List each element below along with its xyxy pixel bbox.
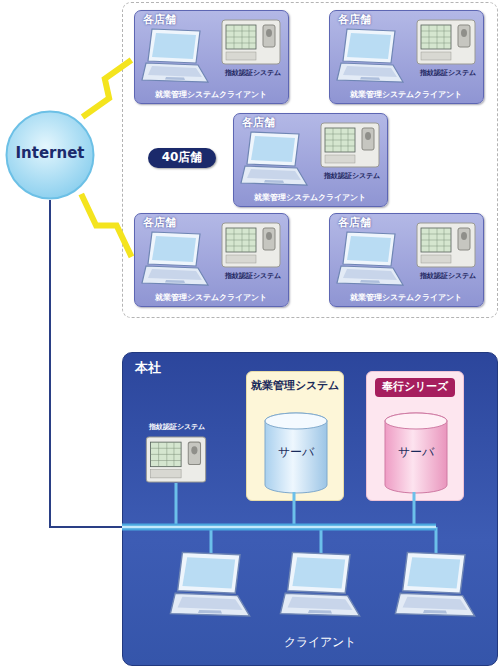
system-heading: 就業管理システム xyxy=(247,379,343,391)
store-heading: 各店舗 xyxy=(338,217,371,230)
client-laptop xyxy=(170,552,249,616)
device-label: 指紋認証システム xyxy=(221,69,285,77)
network-line xyxy=(50,200,122,527)
headquarters-heading: 本社 xyxy=(135,361,161,376)
store-count-badge: 40店舗 xyxy=(148,148,216,168)
laptop-icon xyxy=(142,29,208,82)
store-box: 各店舗指紋認証システム就業管理システムクライアント xyxy=(329,213,484,307)
store-heading: 各店舗 xyxy=(143,14,176,27)
client-caption: クライアント xyxy=(280,636,360,649)
client-label: 就業管理システムクライアント xyxy=(330,90,482,99)
cylinder-top xyxy=(265,413,327,429)
fingerprint-device xyxy=(222,20,280,64)
internet-label: Internet xyxy=(5,145,95,162)
cylinder-body xyxy=(385,413,447,493)
fingerprint-device: 指紋認証システム xyxy=(139,421,215,485)
fingerprint-device xyxy=(321,123,379,167)
wireless-bolt xyxy=(81,194,131,257)
store-box: 各店舗指紋認証システム就業管理システムクライアント xyxy=(134,10,289,104)
network-drop xyxy=(320,527,323,553)
network-drop xyxy=(413,492,416,527)
client-laptop xyxy=(280,552,359,616)
network-drop xyxy=(175,483,178,527)
fingerprint-device xyxy=(417,20,475,64)
system-panel: 就業管理システムサーバ xyxy=(246,371,344,501)
cylinder-body xyxy=(265,413,327,493)
server-cylinder: サーバ xyxy=(264,412,328,494)
device-label: 指紋認証システム xyxy=(416,272,480,280)
fingerprint-device xyxy=(222,223,280,267)
cylinder-top xyxy=(385,413,447,429)
laptop-icon xyxy=(337,232,403,285)
system-panel: 奉行シリーズサーバ xyxy=(366,371,464,501)
client-label: 就業管理システムクライアント xyxy=(330,293,482,302)
device-label: 指紋認証システム xyxy=(416,69,480,77)
device-label: 指紋認証システム xyxy=(139,423,215,431)
store-heading: 各店舗 xyxy=(143,217,176,230)
store-group: 40店舗各店舗指紋認証システム就業管理システムクライアント各店舗指紋認証システム… xyxy=(122,2,498,318)
fingerprint-device xyxy=(146,437,205,482)
device-label: 指紋認証システム xyxy=(320,172,384,180)
client-label: 就業管理システムクライアント xyxy=(135,90,287,99)
network-bus xyxy=(122,524,436,531)
device-label: 指紋認証システム xyxy=(221,272,285,280)
server-label: サーバ xyxy=(384,446,448,460)
store-box: 各店舗指紋認証システム就業管理システムクライアント xyxy=(233,113,388,207)
laptop-icon xyxy=(142,232,208,285)
internet-cloud: Internet xyxy=(5,110,95,200)
client-label: 就業管理システムクライアント xyxy=(135,293,287,302)
server-label: サーバ xyxy=(264,446,328,460)
network-drop xyxy=(210,527,213,553)
server-cylinder: サーバ xyxy=(384,412,448,494)
laptop-icon xyxy=(241,132,307,185)
laptop-icon xyxy=(337,29,403,82)
client-laptop xyxy=(395,552,474,616)
store-box: 各店舗指紋認証システム就業管理システムクライアント xyxy=(329,10,484,104)
fingerprint-device xyxy=(417,223,475,267)
headquarters-area: 本社指紋認証システム就業管理システムサーバ奉行シリーズサーバ xyxy=(122,352,498,666)
wireless-bolt xyxy=(83,60,132,117)
store-heading: 各店舗 xyxy=(242,117,275,130)
client-label: 就業管理システムクライアント xyxy=(234,193,386,202)
store-heading: 各店舗 xyxy=(338,14,371,27)
store-box: 各店舗指紋認証システム就業管理システムクライアント xyxy=(134,213,289,307)
network-drop xyxy=(293,492,296,527)
network-drop xyxy=(435,527,438,553)
product-badge: 奉行シリーズ xyxy=(375,378,455,397)
network-bus-highlight xyxy=(122,526,436,529)
